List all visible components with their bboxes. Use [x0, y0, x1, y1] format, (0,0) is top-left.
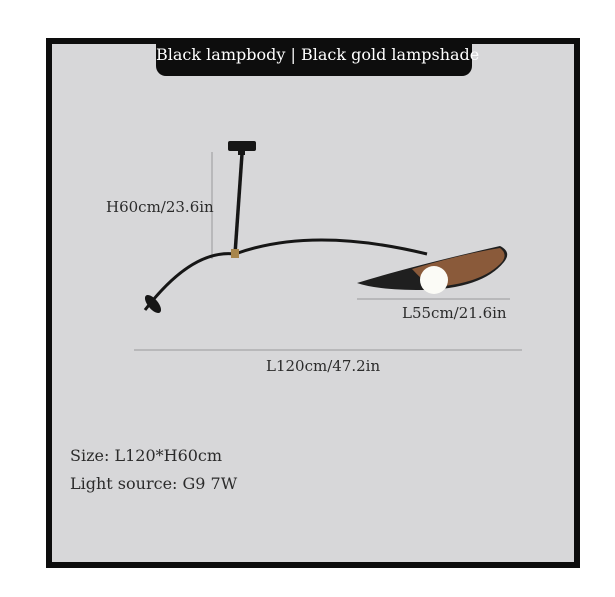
brass-joint: [231, 249, 239, 258]
product-image-frame: Black lampbody | Black gold lampshade H6…: [46, 38, 580, 568]
light-bulb: [420, 266, 448, 294]
drop-rod: [233, 153, 244, 255]
light-source-spec: Light source: G9 7W: [70, 474, 238, 493]
ceiling-canopy: [228, 141, 256, 151]
pendant-lamp-illustration: [134, 141, 522, 351]
size-spec: Size: L120*H60cm: [70, 446, 223, 465]
main-arc-arm: [143, 238, 428, 311]
title-banner: Black lampbody | Black gold lampshade: [156, 44, 479, 76]
length-dimension-label: L120cm/47.2in: [266, 357, 381, 375]
shade-dimension-label: L55cm/21.6in: [402, 304, 507, 322]
canopy-stem: [238, 150, 245, 155]
height-dimension-label: H60cm/23.6in: [106, 198, 214, 216]
counterweight-disc: [144, 294, 162, 314]
